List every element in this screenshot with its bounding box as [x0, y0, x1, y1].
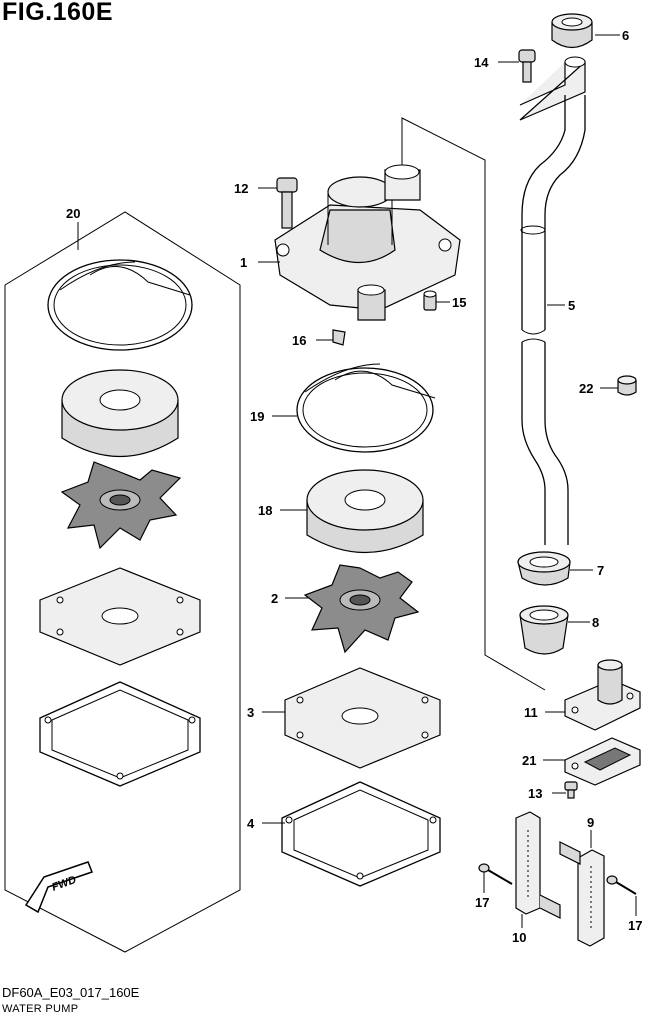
callout-15: 15	[452, 295, 466, 310]
part-5-water-tube	[519, 56, 586, 545]
kit-20-outline	[4, 211, 241, 953]
callout-labels: 1 2 3 4 5 6 7 8 9 10 11 12 13 14 15 16 1…	[66, 28, 642, 945]
callout-17-right: 17	[628, 918, 642, 933]
part-4-gasket	[281, 781, 441, 887]
callout-18: 18	[258, 503, 272, 518]
callout-14: 14	[474, 55, 489, 70]
callout-3: 3	[247, 705, 254, 720]
part-7-grommet	[517, 551, 571, 586]
kit-gasket	[39, 681, 201, 787]
part-12-bolt	[276, 177, 298, 229]
callout-19: 19	[250, 409, 264, 424]
part-17-screw-right	[606, 875, 637, 895]
callout-6: 6	[622, 28, 629, 43]
callout-21: 21	[522, 753, 536, 768]
callout-17-left: 17	[475, 895, 489, 910]
part-13-screw	[564, 781, 578, 799]
part-16-key	[332, 329, 346, 346]
callout-5: 5	[568, 298, 575, 313]
callout-8: 8	[592, 615, 599, 630]
callout-4: 4	[247, 816, 255, 831]
part-19-wire-ring	[296, 363, 436, 453]
kit-plate	[39, 567, 201, 666]
part-18-liner	[306, 469, 424, 554]
callout-16: 16	[292, 333, 306, 348]
part-2-impeller	[303, 564, 420, 654]
callout-10: 10	[512, 930, 526, 945]
part-6-grommet	[551, 13, 593, 49]
kit-wire-ring	[47, 259, 193, 351]
tube-group-bracket	[401, 117, 546, 691]
part-9-holder	[559, 841, 605, 947]
kit-impeller	[60, 461, 182, 550]
callout-20: 20	[66, 206, 80, 221]
callout-9: 9	[587, 815, 594, 830]
callout-1: 1	[240, 255, 247, 270]
part-14-bolt	[518, 49, 536, 83]
part-3-plate	[284, 667, 441, 769]
figure-code: DF60A_E03_017_160E	[2, 985, 140, 1000]
figure-title: FIG.160E	[2, 0, 113, 26]
callout-22: 22	[579, 381, 593, 396]
part-15-pin	[423, 290, 437, 311]
part-1-pump-case	[274, 164, 461, 321]
part-22-cap	[617, 375, 637, 396]
callout-2: 2	[271, 591, 278, 606]
callout-13: 13	[528, 786, 542, 801]
kit-liner	[61, 369, 179, 458]
fwd-arrow-icon: FWD	[24, 861, 93, 914]
part-21-screen	[564, 737, 641, 786]
part-11-fitting	[564, 659, 641, 731]
callout-11: 11	[524, 705, 538, 720]
part-8-seal	[519, 605, 569, 655]
callout-7: 7	[597, 563, 604, 578]
figure-name: WATER PUMP	[2, 1003, 79, 1015]
callout-12: 12	[234, 181, 248, 196]
callout-leaders	[258, 34, 637, 928]
part-10-holder	[515, 811, 561, 919]
